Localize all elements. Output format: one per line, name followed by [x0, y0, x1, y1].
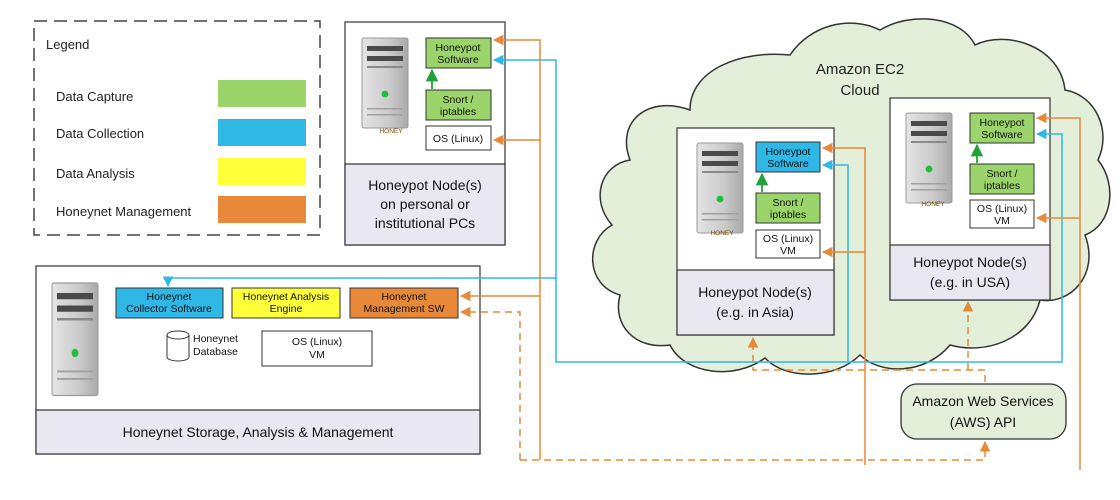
legend-label-collection: Data Collection — [56, 126, 144, 141]
analysis-engine — [231, 287, 341, 319]
server-icon — [361, 37, 409, 129]
asia-snort-l1: Snort / — [773, 197, 804, 209]
asia-node: HONEY Honeypot Software Snort / iptables… — [676, 127, 835, 336]
aws-l1: Amazon Web Services — [912, 393, 1053, 409]
storage-os — [261, 330, 373, 367]
cloud-title-line1: Amazon EC2 — [816, 61, 904, 78]
management-sw — [349, 287, 459, 319]
aws-l2: (AWS) API — [950, 414, 1016, 430]
database-icon — [166, 330, 190, 362]
database-l1: Honeynet — [193, 333, 238, 345]
asia-snort — [755, 192, 821, 224]
honey-label: HONEY — [710, 230, 734, 237]
asia-os — [755, 229, 821, 259]
collector-l1: Honeynet — [147, 291, 192, 303]
personal-os-label: OS (Linux) — [433, 133, 483, 145]
management-l2: Management SW — [363, 303, 444, 315]
connectors — [162, 34, 1081, 470]
personal-snort — [425, 89, 492, 121]
cloud-title-line2: Cloud — [840, 82, 879, 99]
orange-dash-aws — [520, 440, 991, 461]
asia-snort-l2: iptables — [770, 209, 806, 221]
analysis-l1: Honeynet Analysis — [243, 291, 329, 303]
usa-os-l2: VM — [994, 215, 1010, 227]
asia-os-l1: OS (Linux) — [763, 233, 813, 245]
honey-label: HONEY — [379, 128, 403, 135]
personal-caption-l3: institutional PCs — [375, 215, 475, 231]
personal-snort-l2: iptables — [440, 106, 476, 118]
blue-link-usa — [848, 128, 1063, 363]
legend-label-capture: Data Capture — [56, 89, 133, 104]
orange-link-personal-sw — [492, 34, 541, 460]
asia-caption-l2: (e.g. in Asia) — [716, 304, 794, 320]
legend-swatch-analysis — [218, 158, 306, 185]
usa-node: HONEY Honeypot Software Snort / iptables… — [889, 97, 1051, 301]
personal-honeypot-sw-l2: Software — [437, 54, 479, 66]
usa-snort-l1: Snort / — [987, 168, 1018, 180]
legend: Legend Data Capture Data Collection Data… — [33, 20, 321, 236]
analysis-l2: Engine — [270, 303, 303, 315]
asia-os-l2: VM — [780, 245, 796, 257]
usa-snort — [969, 163, 1035, 195]
database-l2: Database — [193, 346, 238, 358]
legend-label-analysis: Data Analysis — [56, 166, 135, 181]
usa-os-l1: OS (Linux) — [977, 203, 1027, 215]
personal-snort-l1: Snort / — [443, 94, 474, 106]
usa-snort-l2: iptables — [984, 180, 1020, 192]
legend-swatch-management — [218, 196, 306, 223]
orange-link-usa-sw — [1035, 112, 1081, 470]
personal-caption-l2: on personal or — [380, 196, 470, 212]
storage-os-l1: OS (Linux) — [292, 336, 342, 348]
server-icon — [905, 112, 953, 204]
asia-honeypot-sw-l1: Honeypot — [766, 146, 811, 158]
orange-dash-mgmt — [459, 306, 521, 460]
usa-honeypot-sw-l2: Software — [981, 129, 1023, 141]
storage-caption: Honeynet Storage, Analysis & Management — [123, 424, 394, 440]
usa-honeypot-sw-l1: Honeypot — [980, 117, 1025, 129]
storage-os-l2: VM — [309, 349, 325, 361]
personal-honeypot-sw-l1: Honeypot — [436, 42, 481, 54]
asia-caption-l1: Honeypot Node(s) — [698, 284, 812, 300]
personal-caption-l1: Honeypot Node(s) — [368, 177, 482, 193]
collector-software — [115, 287, 224, 319]
honey-label: HONEY — [921, 201, 945, 208]
management-l1: Honeynet — [382, 291, 427, 303]
asia-honeypot-sw — [755, 141, 821, 173]
personal-honeypot-sw — [425, 37, 492, 69]
legend-title: Legend — [46, 37, 89, 52]
aws-api: Amazon Web Services (AWS) API — [900, 383, 1067, 440]
asia-honeypot-sw-l2: Software — [767, 158, 809, 170]
usa-os — [969, 199, 1035, 229]
legend-swatch-capture — [218, 80, 306, 107]
legend-swatch-collection — [218, 119, 306, 146]
personal-os — [425, 125, 492, 151]
orange-dash-asia — [747, 336, 986, 382]
usa-honeypot-sw — [969, 112, 1035, 144]
server-icon — [696, 142, 744, 234]
usa-caption-l1: Honeypot Node(s) — [913, 254, 1027, 270]
storage-node: Honeynet Collector Software Honeynet Ana… — [35, 265, 481, 455]
orange-link-asia-sw — [821, 142, 866, 465]
personal-node: HONEY Honeypot Software Snort / iptables… — [344, 21, 506, 246]
legend-label-management: Honeynet Management — [56, 204, 192, 219]
collector-l2: Collector Software — [126, 303, 212, 315]
usa-caption-l2: (e.g. in USA) — [930, 274, 1010, 290]
server-icon — [51, 282, 99, 397]
